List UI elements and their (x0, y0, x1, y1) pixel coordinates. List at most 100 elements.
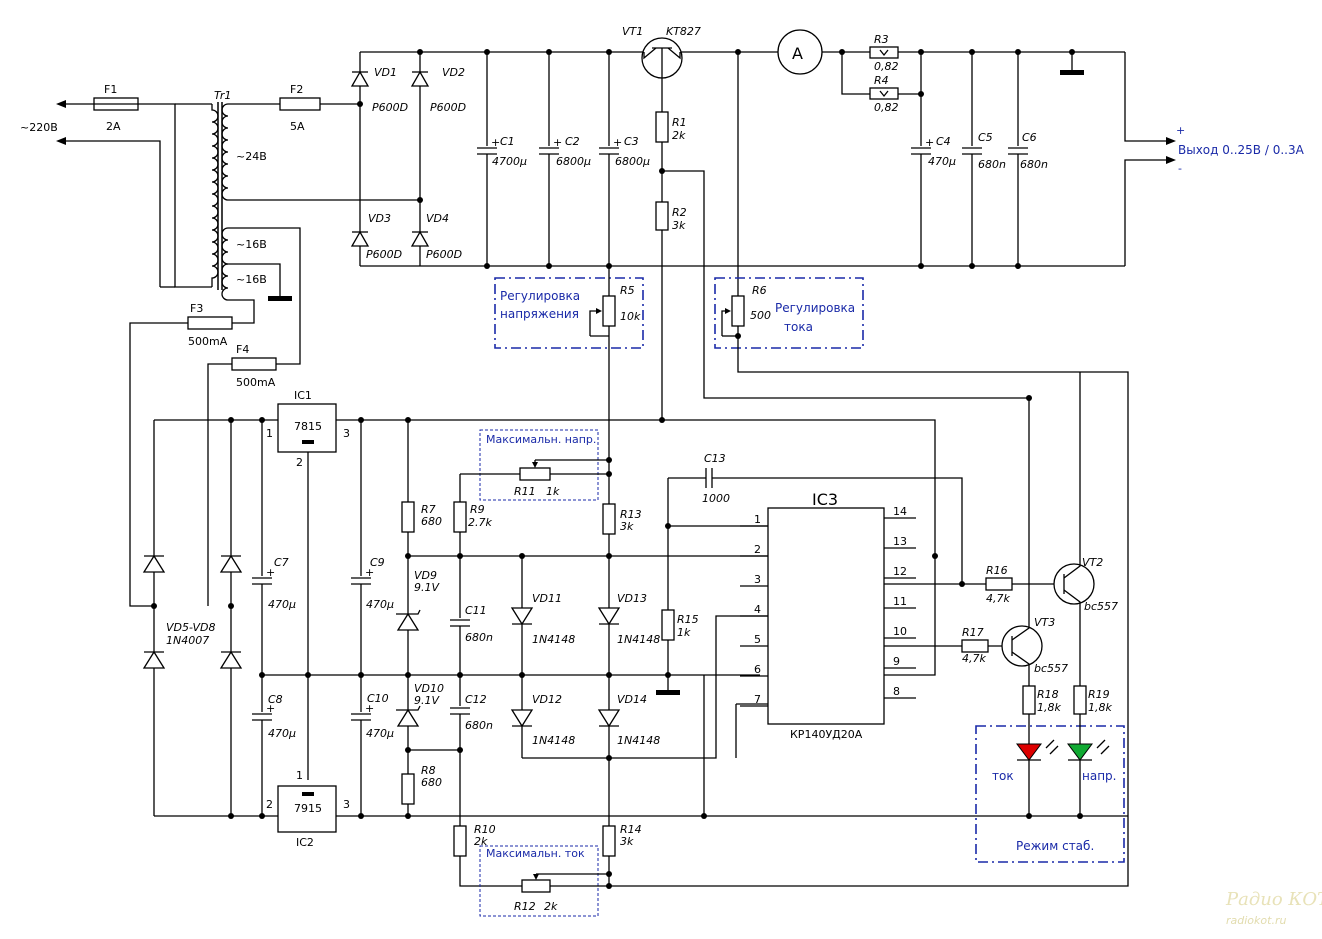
c11-label: C11 (465, 604, 487, 617)
vd1-label: VD1 (374, 66, 397, 79)
r19-label: R19 (1088, 688, 1110, 701)
r18-label: R18 (1037, 688, 1059, 701)
vd14-label: VD14 (617, 693, 647, 706)
r14-label: R14 (620, 823, 642, 836)
c4-value: 470µ (928, 155, 956, 168)
mains-input: ~220В F1 2A (20, 83, 212, 288)
ic3-pin-number: 11 (893, 595, 907, 608)
fuse-f3 (187, 316, 233, 330)
resistor-r18 (1022, 685, 1036, 715)
svg-text:+: + (365, 566, 374, 579)
vd58-label: VD5-VD8 (166, 621, 216, 634)
r4-label: R4 (874, 74, 889, 87)
vd12-label: VD12 (532, 693, 562, 706)
r12-value: 2k (544, 900, 558, 913)
c2-label: C2 (565, 135, 580, 148)
ic3-pin-number: 10 (893, 625, 907, 638)
r3-label: R3 (874, 33, 889, 46)
resistor-r8 (401, 773, 415, 805)
c12-label: C12 (465, 693, 487, 706)
vd11-type: 1N4148 (532, 633, 575, 646)
resistor-r19 (1073, 685, 1087, 715)
r9-label: R9 (470, 503, 485, 516)
svg-text:+: + (491, 136, 500, 149)
reg-v-label2: напряжения (500, 307, 579, 321)
f2-value: 5A (290, 120, 305, 133)
ic3-pin-number: 9 (893, 655, 900, 668)
r16-label: R16 (986, 564, 1008, 577)
c1-label: C1 (500, 135, 515, 148)
c11-value: 680n (465, 631, 493, 644)
c4-label: C4 (936, 135, 951, 148)
vt3-label: VT3 (1034, 616, 1055, 629)
vt3-type: bc557 (1034, 662, 1068, 675)
vd9-value: 9.1V (414, 581, 440, 594)
led-current-label: ток (992, 769, 1014, 783)
vd11-label: VD11 (532, 592, 562, 605)
c6-label: C6 (1022, 131, 1037, 144)
r13-label: R13 (620, 508, 642, 521)
c6-value: 680n (1020, 158, 1048, 171)
c7-label: C7 (274, 556, 289, 569)
secondary-wiring: F2 5A F3 500mA F4 500mA (129, 83, 420, 607)
vd14-type: 1N4148 (617, 734, 660, 747)
c7-value: 470µ (268, 598, 296, 611)
resistor-r13 (602, 503, 616, 535)
ic3-pin-number: 4 (754, 603, 761, 616)
r2-label: R2 (672, 206, 687, 219)
r14-value: 3k (620, 835, 634, 848)
resistor-r3 (869, 46, 899, 59)
watermark-title: Радио КОТ (1225, 889, 1322, 910)
maxi-label: Максимальн. ток (486, 847, 585, 860)
c10-value: 470µ (366, 727, 394, 740)
resistor-r14 (602, 825, 616, 857)
c13-value: 1000 (702, 492, 730, 505)
r7-label: R7 (421, 503, 436, 516)
c8-label: C8 (268, 693, 283, 706)
power-transistor-vt1: VT1 KT827 R1 2k R2 3k (622, 25, 1029, 423)
r5-label: R5 (620, 284, 635, 297)
r10-label: R10 (474, 823, 496, 836)
resistor-r7 (401, 501, 415, 533)
c9-label: C9 (370, 556, 385, 569)
c12-value: 680n (465, 719, 493, 732)
svg-text:+: + (266, 702, 275, 715)
pot-r6 (731, 295, 745, 327)
ic3-type: КР140УД20А (790, 728, 863, 741)
vd13-type: 1N4148 (617, 633, 660, 646)
ic3-pin-number: 3 (754, 573, 761, 586)
r9-value: 2.7k (468, 516, 492, 529)
r8-label: R8 (421, 764, 436, 777)
resistor-r17 (961, 639, 989, 653)
r11-label: R11 (514, 485, 536, 498)
vd2-label: VD2 (442, 66, 465, 79)
vd3-label: VD3 (368, 212, 391, 225)
ic3-pin-number: 12 (893, 565, 907, 578)
f3-value: 500mA (188, 335, 228, 348)
transformer-tr1: Tr1 ~24В ~16В ~16В (175, 89, 267, 301)
r11-value: 1k (546, 485, 560, 498)
pot-r5 (602, 295, 616, 327)
ic3-pin-number: 6 (754, 663, 761, 676)
mains-label: ~220В (20, 121, 58, 134)
voltage-adjust: Регулировка напряжения R5 10k (494, 266, 644, 504)
r1-label: R1 (672, 116, 687, 129)
fuse-f4 (231, 357, 277, 371)
r1-value: 2k (672, 129, 686, 142)
r17-value: 4,7k (962, 652, 986, 665)
maxv-label: Максимальн. напр. (486, 433, 596, 446)
ic2-type: 7915 (294, 802, 322, 815)
r6-label: R6 (752, 284, 767, 297)
stabilization-mode-indicators: ток напр. Режим стаб. (975, 714, 1125, 863)
c9-value: 470µ (366, 598, 394, 611)
ic3-pin-number: 2 (754, 543, 761, 556)
watermark: Радио КОТ radiokot.ru (1225, 889, 1322, 927)
reg-i-label2: тока (784, 320, 813, 334)
c3-label: C3 (624, 135, 639, 148)
divider-and-clamps: R13 3k VD13 1N4148 VD14 1N4148 R14 3k VD… (510, 503, 768, 886)
f4-value: 500mA (236, 376, 276, 389)
reg-i-label1: Регулировка (775, 301, 855, 315)
c10-label: C10 (367, 692, 389, 705)
vd12-type: 1N4148 (532, 734, 575, 747)
